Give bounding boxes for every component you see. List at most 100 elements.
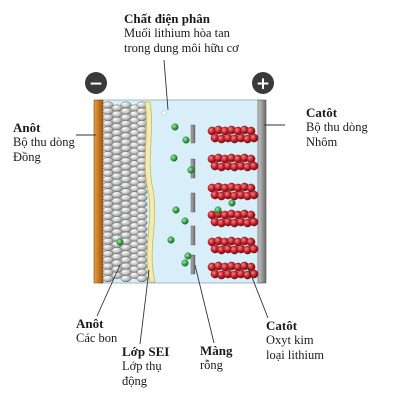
graphite-particle <box>120 225 132 233</box>
cathode-collector-line2: Nhôm <box>306 135 338 149</box>
graphite-particle <box>111 116 123 124</box>
cathode-material-line2: loại lithium <box>266 348 324 362</box>
sei-title: Lớp SEI <box>122 344 170 359</box>
graphite-particle <box>111 178 123 186</box>
graphite-particle <box>111 135 123 143</box>
graphite-particle <box>136 256 148 264</box>
graphite-particle <box>136 113 148 121</box>
graphite-particle <box>102 200 114 208</box>
positive-sign: + <box>256 74 270 94</box>
graphite-particle <box>111 129 123 137</box>
leader-lines <box>76 59 285 345</box>
graphite-particle <box>120 262 132 270</box>
graphite-particle <box>111 228 123 236</box>
positive-terminal: + <box>252 72 274 94</box>
separator-line1: rỗng <box>200 358 223 372</box>
anode-collector-line2: Đồng <box>13 150 41 164</box>
graphite-particle <box>136 268 148 276</box>
graphite-particle <box>111 247 123 255</box>
cathode-particle <box>249 133 259 143</box>
graphite-particle <box>102 157 114 165</box>
anode-material-line1: Các bon <box>76 331 118 345</box>
lithium-ion <box>181 259 189 267</box>
graphite-particle <box>120 175 132 183</box>
graphite-particle <box>120 144 132 152</box>
cathode-clusters <box>207 125 259 280</box>
graphite-particle <box>102 231 114 239</box>
anode-collector-label: Anôt Bộ thu dòng Đồng <box>13 120 75 165</box>
graphite-particle <box>102 144 114 152</box>
graphite-particle <box>102 126 114 134</box>
sei-layer <box>144 101 156 283</box>
sei-label: Lớp SEI Lớp thụ động <box>122 344 169 389</box>
graphite-particle <box>136 188 148 196</box>
graphite-particle <box>120 194 132 202</box>
graphite-particle <box>102 138 114 146</box>
lithium-ion <box>172 206 180 214</box>
graphite-particle <box>120 169 132 177</box>
graphite-particle <box>102 268 114 276</box>
lithium-ion <box>228 199 236 207</box>
lithium-ion <box>181 217 189 225</box>
graphite-particle <box>120 219 132 227</box>
graphite-particle <box>120 275 132 283</box>
graphite-particle <box>102 101 114 109</box>
leader-cathode-material <box>245 261 269 319</box>
graphite-particle <box>102 182 114 190</box>
graphite-particle <box>136 225 148 233</box>
graphite-particle <box>111 197 123 205</box>
sei-line1: Lớp thụ <box>122 359 162 373</box>
cathode-material-label: Catôt Oxyt kim loại lithium <box>266 318 324 363</box>
lithium-ion <box>116 238 124 246</box>
cathode-material-title: Catôt <box>266 318 298 333</box>
graphite-particle <box>111 185 123 193</box>
anode-collector-title: Anôt <box>13 120 41 135</box>
lithium-ion <box>182 136 190 144</box>
separator-bar <box>190 254 196 275</box>
graphite-particle <box>120 206 132 214</box>
graphite-particle <box>111 104 123 112</box>
graphite-particle <box>120 113 132 121</box>
graphite-particle <box>102 188 114 196</box>
graphite-particle <box>136 237 148 245</box>
graphite-particle <box>102 250 114 258</box>
cathode-particle <box>249 217 259 227</box>
graphite-particle <box>120 151 132 159</box>
graphite-particle <box>102 275 114 283</box>
leader-electrolyte <box>163 59 169 111</box>
graphite-particle <box>136 244 148 252</box>
lithium-ion <box>161 110 167 116</box>
graphite-particle <box>136 126 148 134</box>
graphite-particle <box>111 259 123 267</box>
leader-separator <box>194 264 215 344</box>
lithium-ion <box>170 154 178 162</box>
anode-material-label: Anôt Các bon <box>76 316 117 346</box>
graphite-particle <box>102 175 114 183</box>
graphite-particle <box>136 200 148 208</box>
graphite-particle <box>120 101 132 109</box>
electrolyte-label: Chất điện phân Muối lithium hòa tan tron… <box>124 11 239 56</box>
cathode-particle <box>249 244 259 254</box>
cathode-collector-title: Catôt <box>306 105 338 120</box>
graphite-particle <box>120 120 132 128</box>
graphite-anode <box>102 101 148 283</box>
graphite-particle <box>111 209 123 217</box>
graphite-particle <box>120 250 132 258</box>
graphite-particle <box>102 132 114 140</box>
separator-bar <box>190 225 196 246</box>
lithium-ion <box>184 252 192 260</box>
lithium-ion <box>167 236 175 244</box>
anode-material-title: Anôt <box>76 316 104 331</box>
negative-sign: − <box>89 74 103 94</box>
graphite-particle <box>111 160 123 168</box>
graphite-particle <box>120 126 132 134</box>
graphite-particle <box>136 132 148 140</box>
graphite-particle <box>120 138 132 146</box>
graphite-particle <box>136 120 148 128</box>
separator-bar <box>190 192 196 213</box>
lithium-ion <box>187 166 195 174</box>
graphite-particle <box>120 163 132 171</box>
graphite-particle <box>136 206 148 214</box>
negative-terminal: − <box>85 72 107 94</box>
graphite-particle <box>102 120 114 128</box>
